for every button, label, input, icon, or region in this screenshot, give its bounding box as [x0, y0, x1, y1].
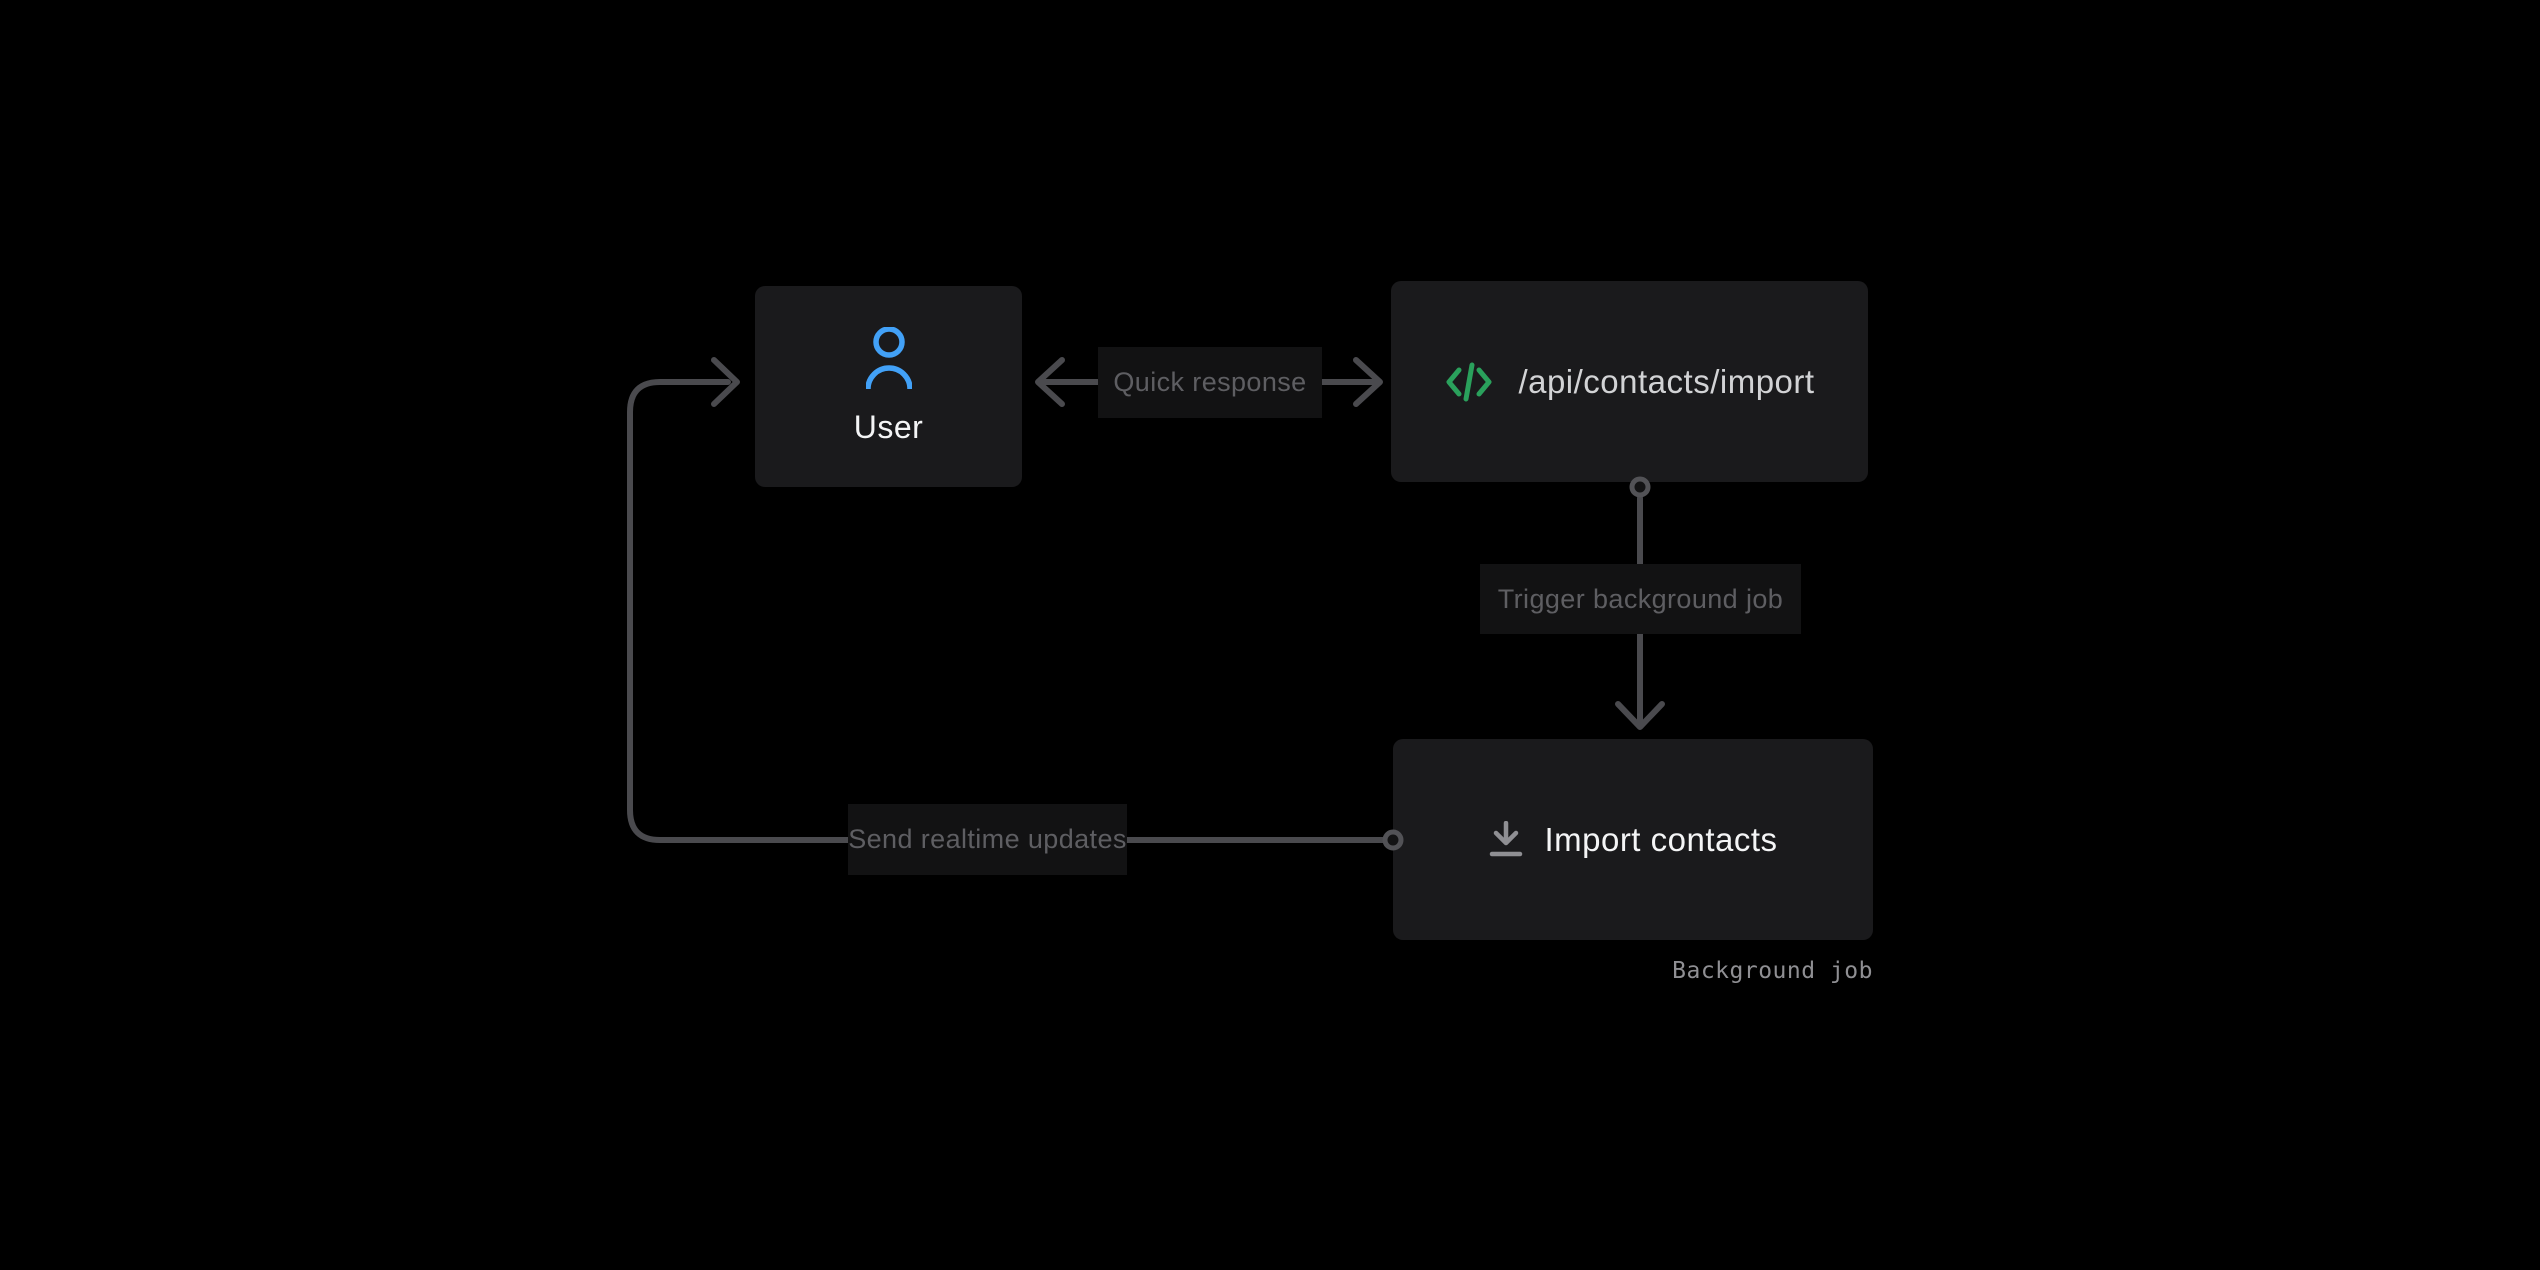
code-icon: [1446, 362, 1492, 401]
node-user[interactable]: User: [755, 286, 1022, 487]
arrow-left-icon: [1035, 357, 1065, 407]
edge-label-quick-response: Quick response: [1098, 347, 1322, 418]
node-import-contacts[interactable]: Import contacts: [1393, 739, 1873, 940]
arrow-down-icon: [1615, 701, 1665, 730]
import-node-caption: Background job: [1672, 958, 1873, 984]
edge-label-send-realtime-updates: Send realtime updates: [848, 804, 1127, 875]
node-import-label: Import contacts: [1544, 820, 1778, 858]
user-icon: [865, 327, 912, 390]
node-api-label: /api/contacts/import: [1518, 362, 1815, 400]
download-icon: [1490, 820, 1523, 856]
arrow-right-into-user-icon: [711, 357, 740, 407]
node-api-endpoint[interactable]: /api/contacts/import: [1391, 281, 1868, 482]
edge-label-trigger-background-job: Trigger background job: [1480, 564, 1801, 634]
node-user-label: User: [853, 409, 924, 445]
arrow-right-icon: [1353, 357, 1383, 407]
